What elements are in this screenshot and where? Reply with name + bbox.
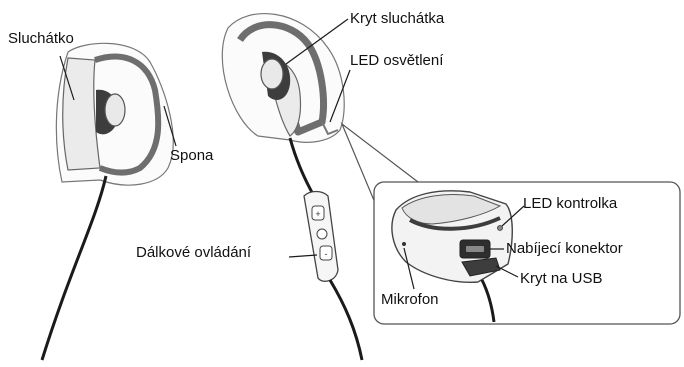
remote-center-button bbox=[317, 229, 327, 239]
leader-remote bbox=[289, 255, 317, 257]
label-charging-connector: Nabíjecí konektor bbox=[506, 241, 623, 256]
right-earphone: + - bbox=[222, 14, 362, 360]
label-usb-cover: Kryt na USB bbox=[520, 271, 603, 286]
label-earpiece: Sluchátko bbox=[8, 31, 74, 46]
svg-text:-: - bbox=[325, 249, 328, 259]
right-cable-lower bbox=[330, 280, 362, 360]
left-ear-tip-ring bbox=[105, 94, 125, 126]
led-indicator-dot bbox=[498, 226, 503, 231]
label-clip: Spona bbox=[170, 148, 213, 163]
right-ear-tip-ring bbox=[261, 59, 283, 89]
label-led-lighting: LED osvětlení bbox=[350, 53, 443, 68]
label-remote-control: Dálkové ovládání bbox=[136, 245, 251, 260]
left-cable bbox=[42, 176, 106, 360]
svg-text:+: + bbox=[315, 209, 320, 219]
label-earpiece-cover: Kryt sluchátka bbox=[350, 11, 444, 26]
right-cable-upper bbox=[290, 138, 314, 196]
label-microphone: Mikrofon bbox=[381, 292, 439, 307]
microphone-hole bbox=[402, 242, 406, 246]
label-led-indicator: LED kontrolka bbox=[523, 196, 617, 211]
left-earphone bbox=[42, 43, 173, 360]
remote-control: + - bbox=[304, 192, 338, 282]
left-earpiece-frame bbox=[63, 58, 100, 170]
